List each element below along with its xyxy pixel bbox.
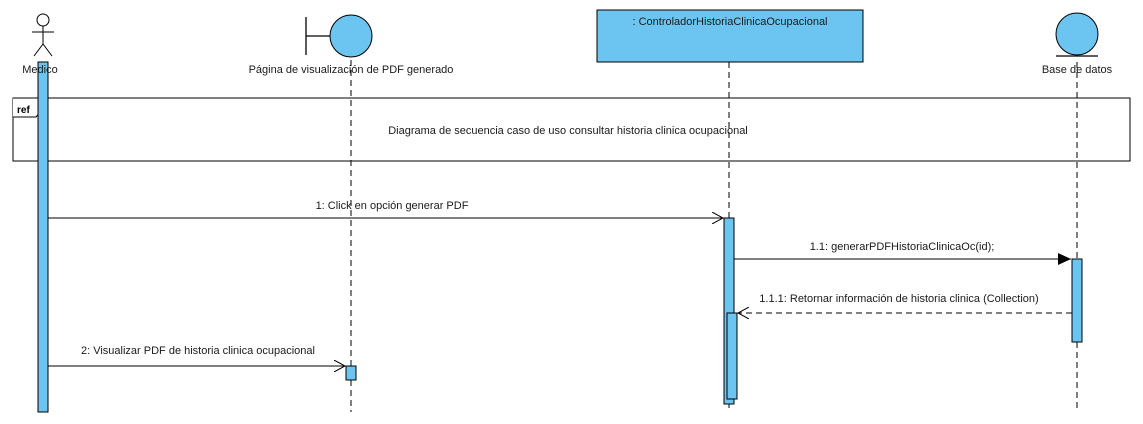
entity-icon bbox=[1055, 12, 1099, 57]
boundary-icon bbox=[305, 14, 373, 58]
message-1-1-1-label: 1.1.1: Retornar información de historia … bbox=[759, 293, 1038, 305]
boundary-label: Página de visualización de PDF generado bbox=[249, 64, 454, 76]
message-1-label: 1: Click en opción generar PDF bbox=[316, 200, 469, 212]
actor-medico[interactable]: Medico bbox=[22, 13, 58, 76]
entity-label: Base de datos bbox=[1042, 64, 1113, 76]
message-2-label: 2: Visualizar PDF de historia clinica oc… bbox=[81, 345, 315, 357]
ref-frame[interactable]: ref Diagrama de secuencia caso de uso co… bbox=[12, 97, 1131, 162]
ref-frame-text: Diagrama de secuencia caso de uso consul… bbox=[388, 125, 748, 137]
boundary-activation bbox=[345, 365, 357, 381]
controller-label: : ControladorHistoriaClinicaOcupacional bbox=[632, 16, 827, 28]
controller-activation-1 bbox=[723, 217, 735, 405]
entity-base-datos[interactable]: Base de datos bbox=[1042, 12, 1113, 76]
actor-medico-label: Medico bbox=[22, 64, 57, 76]
message-1-1[interactable]: 1.1: generarPDFHistoriaClinicaOc(id); bbox=[734, 241, 1071, 265]
entity-activation bbox=[1071, 258, 1083, 343]
actor-activation-bar bbox=[37, 61, 49, 413]
message-1-1-1[interactable]: 1.1.1: Retornar información de historia … bbox=[738, 293, 1072, 313]
ref-frame-tag-label: ref bbox=[17, 105, 30, 116]
controller-activation-2 bbox=[726, 312, 738, 400]
message-2[interactable]: 2: Visualizar PDF de historia clinica oc… bbox=[48, 345, 345, 366]
message-1[interactable]: 1: Click en opción generar PDF bbox=[48, 200, 723, 218]
boundary-pagina[interactable]: Página de visualización de PDF generado bbox=[249, 14, 454, 76]
controller-box[interactable]: : ControladorHistoriaClinicaOcupacional bbox=[596, 9, 864, 63]
stick-figure-icon bbox=[32, 13, 54, 57]
message-1-1-label: 1.1: generarPDFHistoriaClinicaOc(id); bbox=[810, 241, 995, 253]
